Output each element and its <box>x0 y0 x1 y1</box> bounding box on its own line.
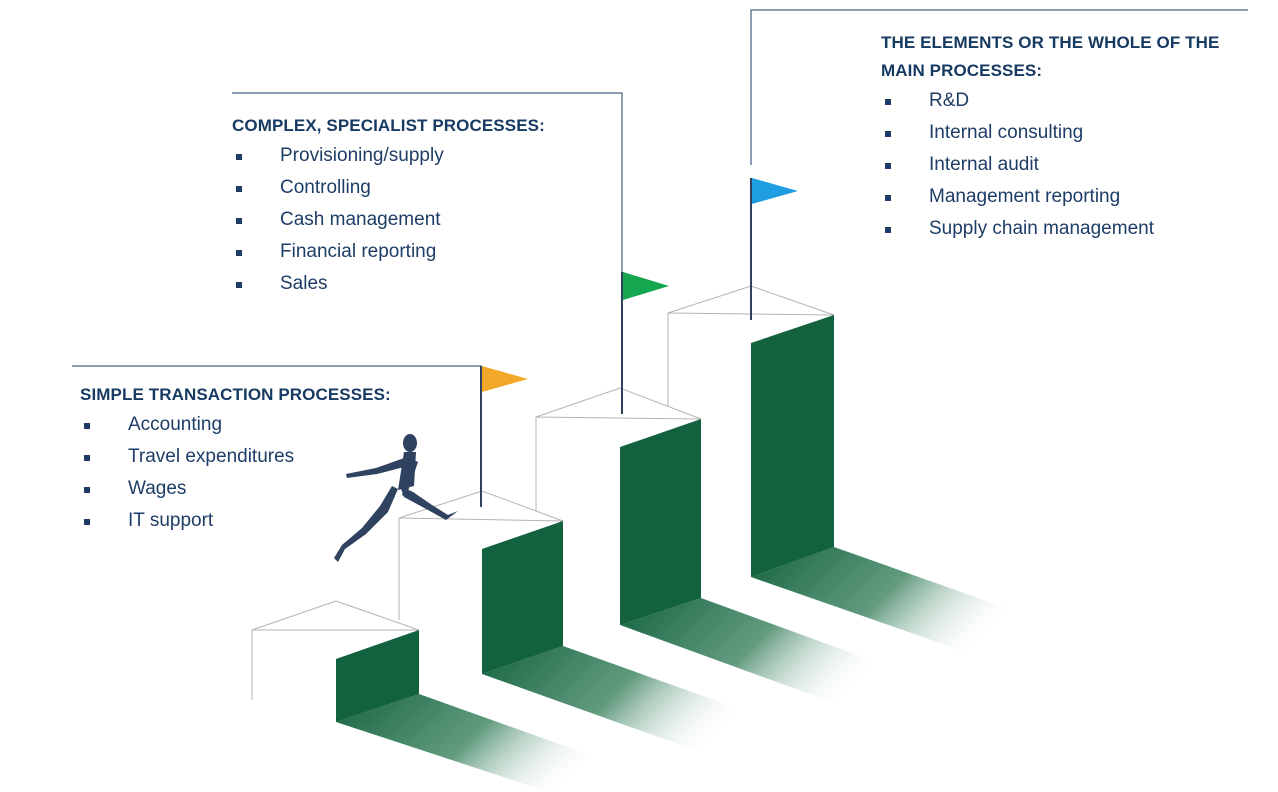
bullet-icon <box>885 131 891 137</box>
step-2-list: Provisioning/supply Controlling Cash man… <box>232 140 545 300</box>
step-3 <box>535 387 912 702</box>
bullet-icon <box>885 195 891 201</box>
flag-orange-icon <box>480 366 528 507</box>
flag-green-icon <box>621 272 669 414</box>
list-item: Cash management <box>232 204 545 236</box>
step-4-shadow <box>751 547 1046 651</box>
step-3-heading: THE ELEMENTS OR THE WHOLE OF THE MAIN PR… <box>881 33 1220 80</box>
bullet-icon <box>84 519 90 525</box>
step-2-callout: COMPLEX, SPECIALIST PROCESSES: Provision… <box>232 112 545 300</box>
list-item: Internal audit <box>881 149 1261 181</box>
step-1-face <box>336 630 419 722</box>
callout-line-simple <box>72 365 482 372</box>
callout-line-main <box>750 9 1248 165</box>
list-item: Supply chain management <box>881 213 1261 245</box>
step-3-face <box>620 419 701 625</box>
bullet-icon <box>84 487 90 493</box>
bullet-icon <box>236 218 242 224</box>
bullet-icon <box>236 186 242 192</box>
bullet-icon <box>885 99 891 105</box>
bullet-icon <box>236 154 242 160</box>
step-2-shadow <box>482 646 776 750</box>
bullet-icon <box>236 282 242 288</box>
list-item: Management reporting <box>881 181 1261 213</box>
step-3-list: R&D Internal consulting Internal audit M… <box>881 85 1261 245</box>
list-item: IT support <box>80 505 391 537</box>
callout-line-complex <box>232 92 623 272</box>
list-item: Controlling <box>232 172 545 204</box>
step-3-callout: THE ELEMENTS OR THE WHOLE OF THE MAIN PR… <box>881 29 1261 245</box>
list-item: Sales <box>232 268 545 300</box>
bullet-icon <box>84 455 90 461</box>
step-2-face <box>482 521 563 674</box>
list-item: Provisioning/supply <box>232 140 545 172</box>
bullet-icon <box>885 163 891 169</box>
step-1-list: Accounting Travel expenditures Wages IT … <box>80 409 391 537</box>
list-item: Wages <box>80 473 391 505</box>
bullet-icon <box>84 423 90 429</box>
list-item: R&D <box>881 85 1261 117</box>
step-1 <box>251 600 632 792</box>
step-3-outline <box>535 387 702 420</box>
step-1-heading: SIMPLE TRANSACTION PROCESSES: <box>80 385 391 404</box>
step-4-face <box>751 315 834 577</box>
list-item: Financial reporting <box>232 236 545 268</box>
list-item: Internal consulting <box>881 117 1261 149</box>
step-1-callout: SIMPLE TRANSACTION PROCESSES: Accounting… <box>80 381 391 537</box>
bullet-icon <box>885 227 891 233</box>
step-1-outline <box>251 600 420 631</box>
bullet-icon <box>236 250 242 256</box>
step-2-heading: COMPLEX, SPECIALIST PROCESSES: <box>232 116 545 135</box>
running-businessman-icon <box>334 434 458 562</box>
list-item: Travel expenditures <box>80 441 391 473</box>
step-4 <box>667 285 1046 651</box>
list-item: Accounting <box>80 409 391 441</box>
step-3-shadow <box>620 598 912 702</box>
flag-blue-icon <box>750 178 798 320</box>
step-1-shadow <box>336 694 632 792</box>
